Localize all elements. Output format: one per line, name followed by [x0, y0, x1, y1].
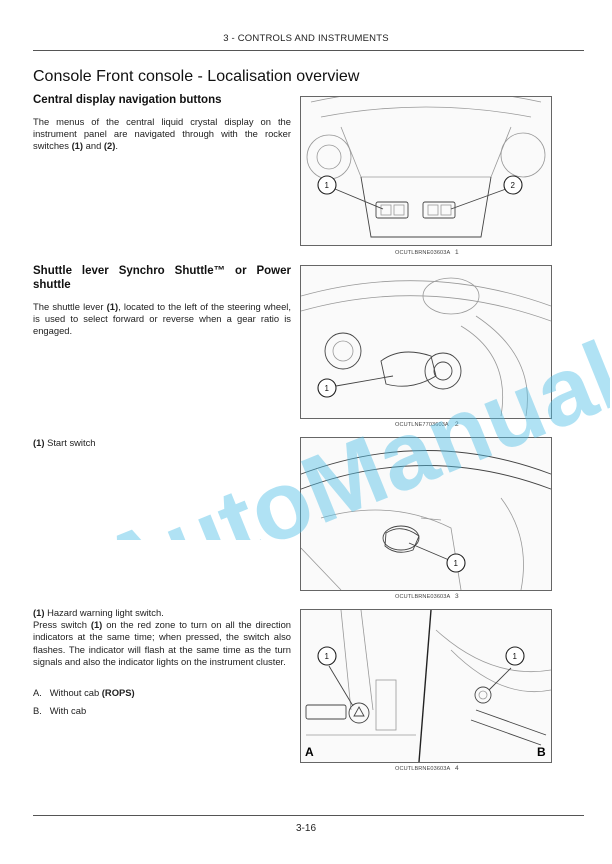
figure-code: OCUTLNE7703603A: [395, 422, 449, 428]
figure-code: OCUTLBRNE03603A: [395, 766, 451, 772]
page-number: 3-16: [295, 823, 316, 834]
callout-2: 2: [503, 175, 523, 195]
callout-1: 1: [317, 646, 337, 666]
figure-number: 4: [455, 765, 459, 772]
section-text-start-switch: (1) Start switch: [33, 437, 96, 448]
page-title: Console Front console - Localisation ove…: [33, 68, 360, 85]
header-rule: [33, 50, 584, 51]
section-text-shuttle-lever: The shuttle lever (1), located to the le…: [33, 301, 291, 337]
callout-1: 1: [317, 175, 337, 195]
svg-text:1: 1: [325, 181, 330, 190]
callout-1: 1: [446, 553, 466, 573]
section-text-display-buttons: The menus of the central liquid crystal …: [33, 116, 291, 152]
svg-text:1: 1: [325, 652, 330, 661]
figure-number: 1: [455, 249, 459, 256]
figure-hazard-switch: 1 1 A B: [300, 609, 552, 763]
panel-label-a: A: [305, 745, 314, 759]
figure-number: 3: [455, 593, 459, 600]
section-heading-shuttle-lever: Shuttle lever Synchro Shuttle™ or Power …: [33, 265, 291, 291]
svg-text:1: 1: [513, 652, 518, 661]
svg-text:2: 2: [511, 181, 516, 190]
figure-start-switch: 1: [300, 437, 552, 591]
callout-1: 1: [505, 646, 525, 666]
running-header: 3 - CONTROLS AND INSTRUMENTS: [223, 33, 389, 44]
callout-1: 1: [317, 378, 337, 398]
footer-rule: [33, 815, 584, 816]
section-text-hazard-switch: (1) Hazard warning light switch. Press s…: [33, 607, 291, 667]
svg-text:1: 1: [454, 559, 459, 568]
figure-code: OCUTLBRNE03603A: [395, 250, 451, 256]
figure-rocker-switches: 1 2: [300, 96, 552, 246]
svg-text:1: 1: [325, 384, 330, 393]
section-heading-display-buttons: Central display navigation buttons: [33, 94, 222, 106]
figure-number: 2: [455, 421, 459, 428]
panel-label-b: B: [537, 745, 546, 759]
figure-code: OCUTLBRNE03603A: [395, 594, 451, 600]
list-item: A. Without cab (ROPS): [33, 687, 135, 698]
list-item: B. With cab: [33, 705, 87, 716]
figure-shuttle-lever: 1: [300, 265, 552, 419]
